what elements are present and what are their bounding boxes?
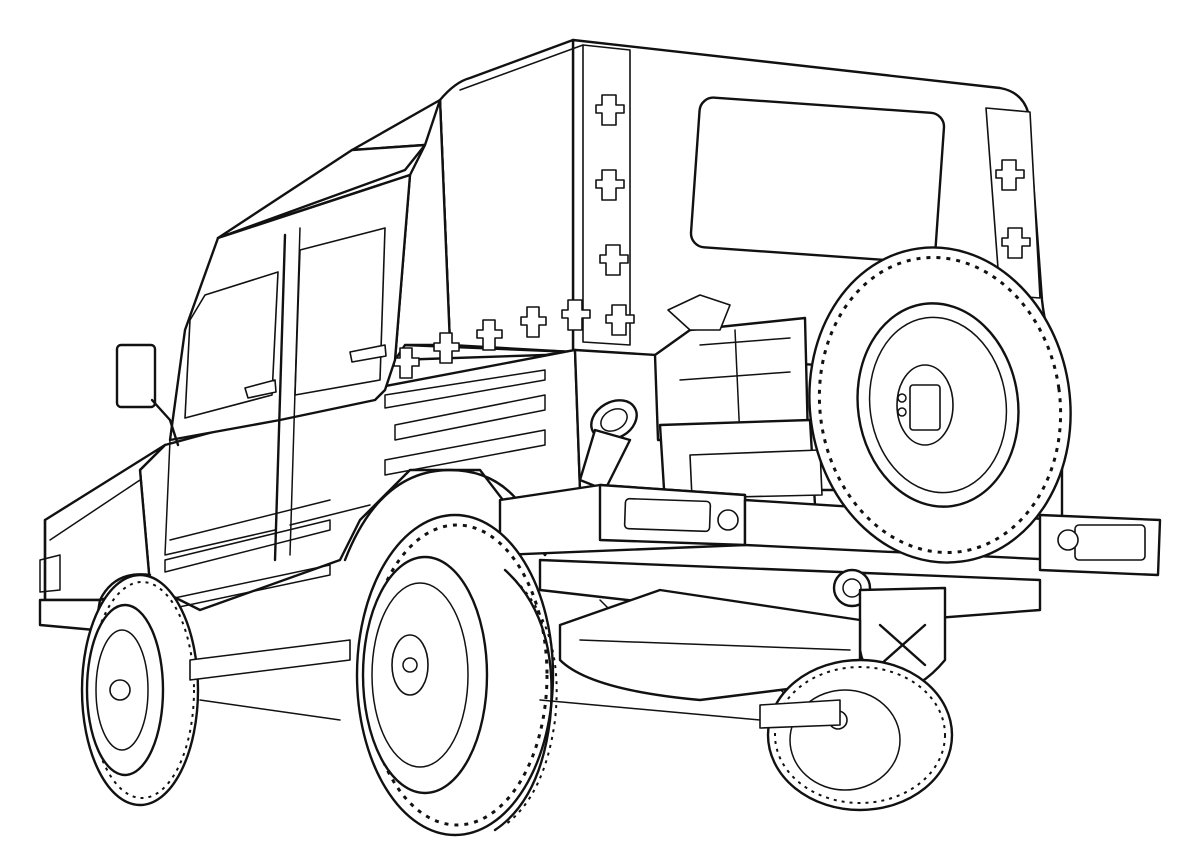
spare-wheel (808, 246, 1072, 564)
canvas-toggle-fasteners (393, 94, 1031, 379)
front-wheel (80, 573, 200, 807)
side-mirror (115, 343, 180, 447)
doors (164, 173, 412, 562)
drivetrain (189, 639, 841, 729)
rear-far-wheel (766, 658, 954, 812)
jerry-can (653, 294, 823, 507)
rear-wheel (355, 513, 555, 837)
rear-wheel-dual-edge (493, 568, 558, 832)
